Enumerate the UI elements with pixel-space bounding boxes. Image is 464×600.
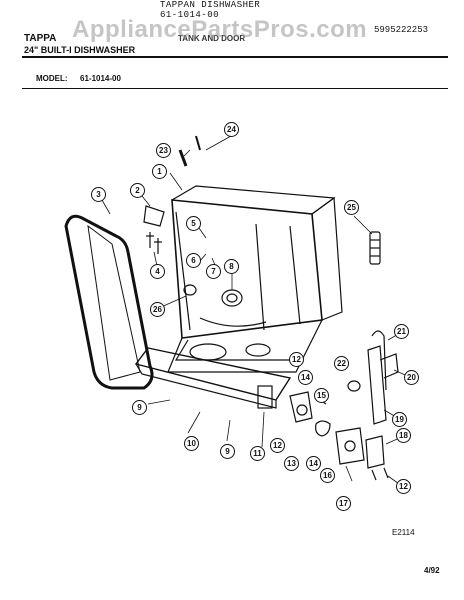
callout-24: 24 xyxy=(224,122,239,137)
callout-2: 2 xyxy=(130,183,145,198)
callout-10: 10 xyxy=(184,436,199,451)
figure-code: E2114 xyxy=(392,528,415,537)
revision-date: 4/92 xyxy=(424,566,440,575)
latch-assembly xyxy=(367,330,399,425)
callout-9a: 9 xyxy=(132,400,147,415)
watermark: AppliancePartsPros.com xyxy=(72,16,368,43)
leader-lines xyxy=(101,135,413,487)
callout-9b: 9 xyxy=(220,444,235,459)
spring-pin xyxy=(178,135,201,167)
detergent-parts xyxy=(257,385,331,437)
callout-19: 19 xyxy=(392,412,407,427)
door-panel xyxy=(134,347,292,409)
callout-7: 7 xyxy=(206,264,221,279)
rinse-cap xyxy=(369,231,381,265)
header-part-number: 5995222253 xyxy=(374,25,429,35)
seal-ring xyxy=(347,380,361,392)
callout-20: 20 xyxy=(404,370,419,385)
callout-17: 17 xyxy=(336,496,351,511)
mounting-plate xyxy=(335,427,389,481)
callout-14b: 14 xyxy=(306,456,321,471)
door-gasket xyxy=(64,214,154,390)
callout-23: 23 xyxy=(156,143,171,158)
model-rule xyxy=(22,88,448,89)
callout-15: 15 xyxy=(314,388,329,403)
callout-21: 21 xyxy=(394,324,409,339)
callout-26: 26 xyxy=(150,302,165,317)
callout-22: 22 xyxy=(334,356,349,371)
hinge-bracket xyxy=(143,205,165,227)
header-subtitle: 24" BUILT-I DISHWASHER xyxy=(24,45,136,55)
header-brand: TAPPA xyxy=(24,33,57,44)
callout-25: 25 xyxy=(344,200,359,215)
header-partial-title: TANK AND DOOR xyxy=(178,34,246,43)
callout-12a: 12 xyxy=(289,352,304,367)
callout-16: 16 xyxy=(320,468,335,483)
model-label: MODEL: xyxy=(36,74,68,83)
model-value: 61-1014-00 xyxy=(80,74,121,83)
callout-4: 4 xyxy=(150,264,165,279)
header-line1: TAPPAN DISHWASHER xyxy=(160,0,261,10)
callout-11: 11 xyxy=(250,446,265,461)
screw-set xyxy=(146,232,162,254)
tank-body xyxy=(167,185,343,373)
callout-6: 6 xyxy=(186,253,201,268)
callout-12c: 12 xyxy=(396,479,411,494)
header-line2: 61-1014-00 xyxy=(160,10,220,20)
callout-18: 18 xyxy=(396,428,411,443)
callout-14a: 14 xyxy=(298,370,313,385)
callout-12b: 12 xyxy=(270,438,285,453)
callout-13: 13 xyxy=(284,456,299,471)
callout-8: 8 xyxy=(224,259,239,274)
header-rule xyxy=(22,56,448,58)
callout-3: 3 xyxy=(91,187,106,202)
callout-5: 5 xyxy=(186,216,201,231)
callout-1: 1 xyxy=(152,164,167,179)
